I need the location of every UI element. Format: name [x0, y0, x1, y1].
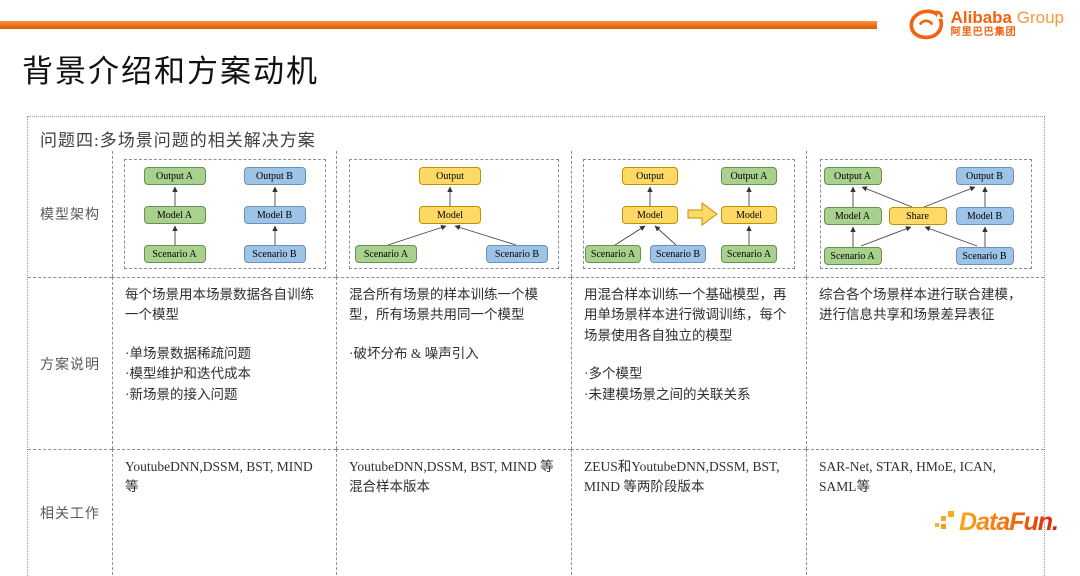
node-output-b: Output B	[955, 167, 1014, 185]
node-model-ft: Model	[721, 206, 777, 224]
related-work-text: YoutubeDNN,DSSM, BST, MIND 等	[125, 459, 313, 495]
node-output: Output	[622, 167, 678, 185]
related-work-text: SAR-Net, STAR, HMoE, ICAN, SAML等	[819, 459, 997, 495]
node-scenario-b: Scenario B	[650, 245, 706, 263]
solution-desc-cell-4: 综合各个场景样本进行联合建模，进行信息共享和场景差异表征	[806, 277, 1044, 449]
architecture-diagram-separate-models: Output A Model A Scenario A Output B Mod…	[123, 159, 326, 269]
node-scenario-a: Scenario A	[823, 247, 882, 265]
node-scenario-a: Scenario A	[585, 245, 641, 263]
architecture-cell-4: Output A Model A Scenario A Share Output…	[806, 151, 1044, 277]
node-model-a: Model A	[143, 206, 206, 224]
datafun-logo: DataFun.	[935, 508, 1059, 537]
related-work-text: ZEUS和YoutubeDNN,DSSM, BST, MIND 等两阶段版本	[584, 459, 780, 495]
datafun-dots-icon	[935, 510, 955, 529]
solution-bullets: ·单场景数据稀疏问题 ·模型维护和迭代成本 ·新场景的接入问题	[125, 344, 324, 407]
big-arrow-icon	[687, 202, 718, 226]
solution-description: 用混合样本训练一个基础模型，再用单场景样本进行微调训练，每个场景使用各自独立的模…	[584, 287, 787, 343]
architecture-diagram-shared-model: Output Model Scenario A Scenario B	[349, 159, 559, 269]
bullet-item: ·未建模场景之间的关联关系	[584, 386, 751, 402]
alibaba-wordmark: Alibaba Group	[951, 9, 1064, 26]
top-accent-bar	[0, 21, 877, 29]
page-title: 背景介绍和方案动机	[22, 54, 319, 89]
alibaba-group-text: Group	[1016, 8, 1064, 27]
node-scenario-b: Scenario B	[486, 245, 548, 263]
node-output: Output	[419, 167, 481, 185]
bullet-item: ·单场景数据稀疏问题	[125, 345, 251, 361]
alibaba-chinese-text: 阿里巴巴集团	[950, 27, 1017, 38]
diagram-arrows	[614, 186, 752, 246]
node-scenario-a-2: Scenario A	[721, 245, 777, 263]
solution-desc-cell-2: 混合所有场景的样本训练一个模型，所有场景共用同一个模型 ·破坏分布 & 噪声引入	[336, 277, 571, 449]
node-scenario-b: Scenario B	[955, 247, 1014, 265]
node-scenario-a: Scenario A	[355, 245, 417, 263]
architecture-diagram-pretrain-finetune: Output Model Scenario A Scenario B Outpu…	[583, 159, 795, 269]
architecture-cell-1: Output A Model A Scenario A Output B Mod…	[112, 151, 336, 277]
row-label-architecture: 模型架构	[40, 208, 100, 223]
bullet-item: ·模型维护和迭代成本	[125, 366, 251, 382]
related-work-cell-1: YoutubeDNN,DSSM, BST, MIND 等	[112, 449, 336, 575]
solution-description: 每个场景用本场景数据各自训练一个模型	[125, 287, 314, 323]
solution-description: 综合各个场景样本进行联合建模，进行信息共享和场景差异表征	[819, 287, 1022, 323]
panel-title: 问题四:多场景问题的相关解决方案	[40, 131, 316, 150]
bullet-item: ·新场景的接入问题	[125, 387, 238, 403]
architecture-diagram-joint-share: Output A Model A Scenario A Share Output…	[819, 159, 1032, 269]
alibaba-name-text: Alibaba	[950, 8, 1013, 27]
alibaba-smiley-icon	[909, 9, 943, 40]
diagram-arrows	[849, 186, 988, 247]
diagram-arrows	[171, 186, 278, 245]
alibaba-logo: Alibaba Group 阿里巴巴集团	[907, 9, 1064, 40]
node-output-a: Output A	[721, 167, 777, 185]
related-work-cell-3: ZEUS和YoutubeDNN,DSSM, BST, MIND 等两阶段版本	[571, 449, 806, 575]
datafun-wordmark: DataFun.	[959, 508, 1059, 536]
node-output-a: Output A	[143, 167, 206, 185]
node-model-b: Model B	[955, 207, 1014, 225]
solution-desc-cell-1: 每个场景用本场景数据各自训练一个模型 ·单场景数据稀疏问题 ·模型维护和迭代成本…	[112, 277, 336, 449]
related-work-text: YoutubeDNN,DSSM, BST, MIND 等混合样本版本	[349, 459, 554, 495]
node-model-b: Model B	[243, 206, 306, 224]
node-share: Share	[888, 207, 947, 225]
solution-bullets: ·多个模型 ·未建模场景之间的关联关系	[584, 364, 794, 406]
bullet-item: ·多个模型	[584, 365, 643, 381]
solution-description: 混合所有场景的样本训练一个模型，所有场景共用同一个模型	[349, 287, 538, 323]
node-output-b: Output B	[243, 167, 306, 185]
diagram-arrows	[387, 186, 517, 246]
related-work-cell-4: SAR-Net, STAR, HMoE, ICAN, SAML等	[806, 449, 1044, 575]
node-scenario-b: Scenario B	[243, 245, 306, 263]
solutions-panel: 问题四:多场景问题的相关解决方案 模型架构 Output A Model A S…	[27, 116, 1045, 576]
node-scenario-a: Scenario A	[143, 245, 206, 263]
related-work-cell-2: YoutubeDNN,DSSM, BST, MIND 等混合样本版本	[336, 449, 571, 575]
node-model: Model	[622, 206, 678, 224]
architecture-cell-2: Output Model Scenario A Scenario B	[336, 151, 571, 277]
solution-desc-cell-3: 用混合样本训练一个基础模型，再用单场景样本进行微调训练，每个场景使用各自独立的模…	[571, 277, 806, 449]
node-output-a: Output A	[823, 167, 882, 185]
bullet-item: ·破坏分布 & 噪声引入	[349, 345, 479, 361]
row-label-description: 方案说明	[28, 277, 112, 449]
solutions-table: 模型架构 Output A Model A Scenario A Output …	[28, 151, 1044, 575]
node-model-a: Model A	[823, 207, 882, 225]
solution-bullets: ·破坏分布 & 噪声引入	[349, 344, 559, 365]
node-model: Model	[419, 206, 481, 224]
row-label-related-work: 相关工作	[28, 449, 112, 575]
architecture-cell-3: Output Model Scenario A Scenario B Outpu…	[571, 151, 806, 277]
